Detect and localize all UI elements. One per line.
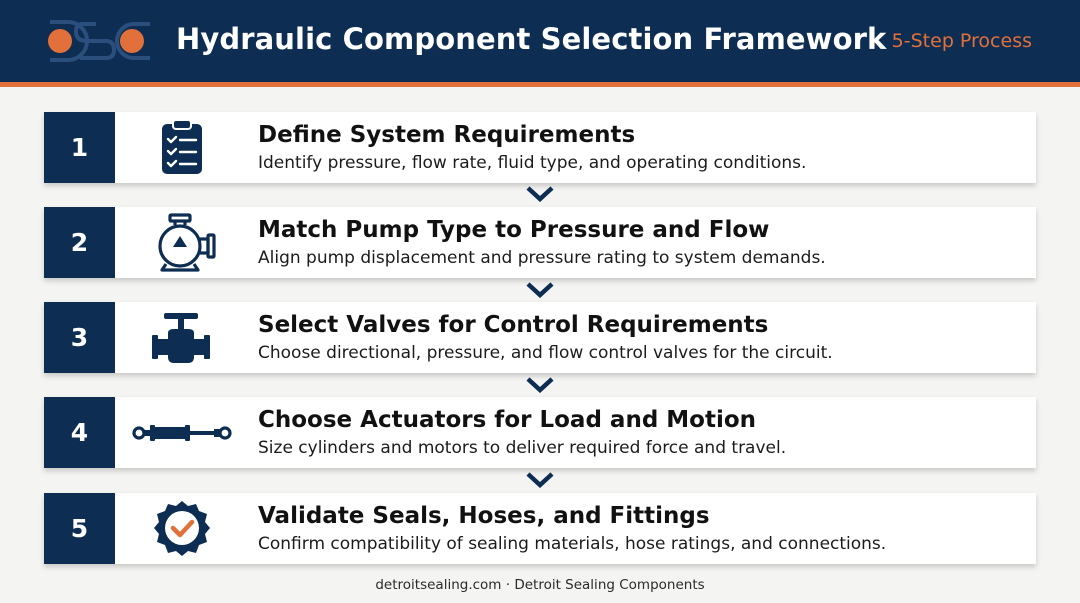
- valve-icon: [130, 307, 234, 368]
- step-card-4: 4 Choose Actuators for Load and Motion S…: [44, 397, 1036, 468]
- step-description: Size cylinders and motors to deliver req…: [258, 438, 787, 458]
- step-title: Select Valves for Control Requirements: [258, 312, 769, 338]
- step-card-2: 2 Match Pump Type to Pressure and Flow A…: [44, 207, 1036, 278]
- clipboard-checklist-icon: [130, 117, 234, 178]
- chevron-down-icon: [526, 377, 554, 393]
- chevron-down-icon: [526, 472, 554, 488]
- footer-credit: detroitsealing.com · Detroit Sealing Com…: [375, 577, 705, 593]
- step-title: Validate Seals, Hoses, and Fittings: [258, 503, 710, 529]
- step-title: Define System Requirements: [258, 122, 636, 148]
- checkmark-badge-icon: [130, 498, 234, 559]
- step-card-3: 3 Select Valves for Control Requirements…: [44, 302, 1036, 373]
- step-number: 5: [44, 493, 115, 564]
- hydraulic-cylinder-icon: [130, 402, 234, 463]
- step-card-1: 1 Define System Requirements Identify pr…: [44, 112, 1036, 183]
- pump-icon: [130, 212, 234, 273]
- dsc-logo-icon: [48, 20, 150, 62]
- step-description: Align pump displacement and pressure rat…: [258, 248, 826, 268]
- step-description: Choose directional, pressure, and flow c…: [258, 343, 833, 363]
- header-bar: Hydraulic Component Selection Framework …: [0, 0, 1080, 87]
- step-number: 1: [44, 112, 115, 183]
- chevron-down-icon: [526, 282, 554, 298]
- step-number: 2: [44, 207, 115, 278]
- step-number: 4: [44, 397, 115, 468]
- step-card-5: 5 Validate Seals, Hoses, and Fittings Co…: [44, 493, 1036, 564]
- chevron-down-icon: [526, 186, 554, 202]
- process-subtitle: 5-Step Process: [891, 30, 1032, 52]
- step-description: Confirm compatibility of sealing materia…: [258, 534, 887, 554]
- step-description: Identify pressure, flow rate, fluid type…: [258, 153, 807, 173]
- step-title: Match Pump Type to Pressure and Flow: [258, 217, 770, 243]
- step-title: Choose Actuators for Load and Motion: [258, 407, 757, 433]
- page-title: Hydraulic Component Selection Framework: [176, 22, 887, 56]
- step-number: 3: [44, 302, 115, 373]
